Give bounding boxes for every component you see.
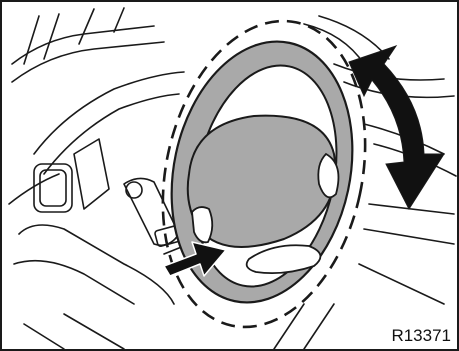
figure-code: R13371	[389, 327, 453, 345]
steering-wheel	[148, 25, 375, 320]
steering-wheel-tilt-illustration	[4, 4, 459, 351]
